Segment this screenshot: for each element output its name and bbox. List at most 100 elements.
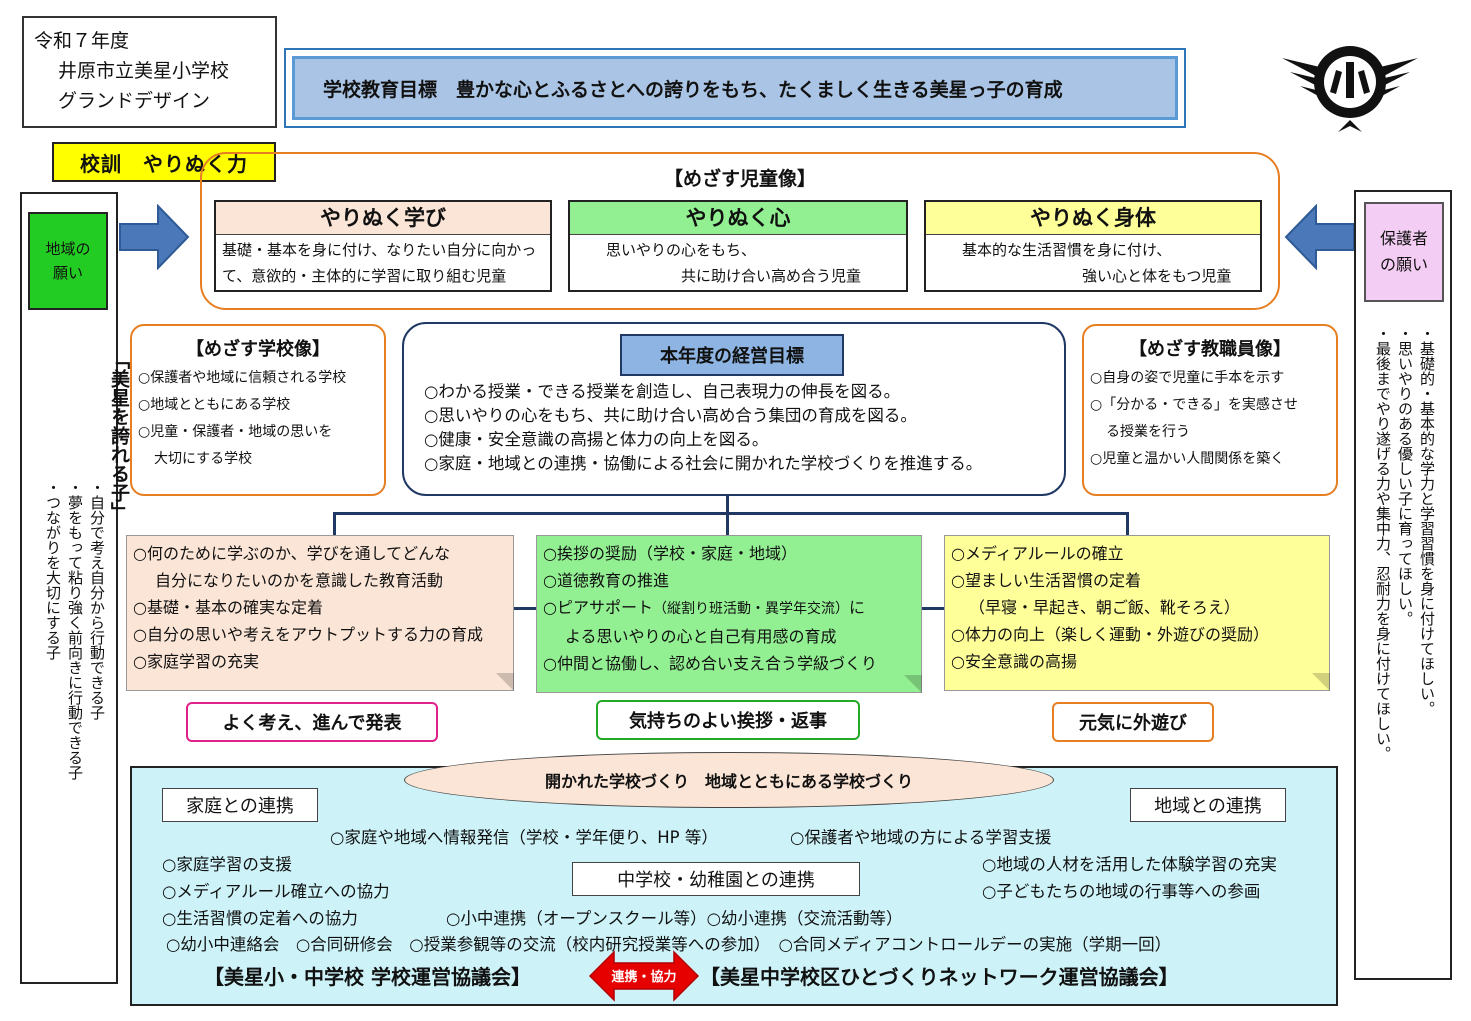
community-wish-label: 地域の 願い: [28, 212, 108, 310]
double-arrow-label: 連携・協力: [611, 970, 677, 985]
info-sharing-text: ○家庭や地域へ情報発信（学校・学年便り、HP 等）: [330, 828, 718, 847]
aim-learning-title: やりぬく学び: [216, 202, 550, 235]
slogan-outdoor-play: 元気に外遊び: [1052, 702, 1214, 742]
region-item: ○地域の人材を活用した体験学習の充実: [982, 855, 1277, 874]
connector-line: [726, 496, 729, 536]
heart-note-part: に: [848, 598, 865, 617]
management-goal-item: ○家庭・地域との連携・協働による社会に開かれた学校づくりを推進する。: [424, 454, 983, 473]
heart-note-line: ○仲間と協働し、認め合い支え合う学級づくり: [543, 654, 877, 673]
home-item: ○家庭学習の支援: [162, 855, 292, 874]
heart-note-line: ○挨拶の奨励（学校・家庭・地域）: [543, 544, 797, 563]
aims-school-line: ○地域とともにある学校: [138, 397, 291, 413]
parent-wish-label: 保護者 の願い: [1364, 202, 1444, 302]
aims-school-title: 【めざす学校像】: [186, 339, 330, 360]
body-note-line: ○望ましい生活習慣の定着: [951, 571, 1141, 590]
learning-note-line: 自分になりたいのかを意識した教育活動: [155, 571, 444, 590]
heart-note-part: （縦割り班活動・異学年交流）: [652, 601, 849, 617]
slogan-learning: よく考え、進んで発表: [186, 702, 438, 742]
aims-school-box: 【めざす学校像】 ○保護者や地域に信頼される学校 ○地域とともにある学校 ○児童…: [130, 324, 386, 496]
community-wish-title: 「美星を誇れる子」: [108, 350, 130, 521]
home-partnership-label: 家庭との連携: [162, 788, 318, 822]
note-fold: [1312, 673, 1330, 691]
aims-children-title: 【めざす児童像】: [663, 168, 816, 190]
title-year: 令和７年度: [34, 30, 130, 52]
community-wish-item: ・夢をもって粘り強く前向きに行動できる子: [66, 480, 84, 780]
right-column-frame: [1354, 190, 1452, 980]
aims-school-line: ○保護者や地域に信頼される学校: [138, 370, 347, 386]
management-goal-item: ○健康・安全意識の高揚と体力の向上を図る。: [424, 430, 769, 449]
title-box: 令和７年度 井原市立美星小学校 グランドデザイン: [22, 16, 277, 128]
jhs-item: ○幼小中連絡会 ○合同研修会 ○授業参観等の交流（校内研究授業等への参加） ○合…: [166, 935, 1172, 954]
aims-school-line: ○児童・保護者・地域の思いを: [138, 424, 333, 440]
aim-heart-title: やりぬく心: [570, 202, 906, 235]
learning-note-line: ○基礎・基本の確実な定着: [133, 598, 323, 617]
aim-learning-body: 基礎・基本を身に付け、なりたい自分に向かっ て、意欲的・主体的に学習に取り組む児…: [222, 241, 537, 285]
learning-note-line: ○何のために学ぶのか、学びを通してどんな: [133, 544, 451, 563]
double-arrow-icon: [588, 950, 700, 1002]
body-note-line: ○体力の向上（楽しく運動・外遊びの奨励）: [951, 625, 1269, 644]
parent-wish-item: ・最後までやり遂げる力や集中力、忍耐力を身に付けてほしい。: [1374, 326, 1392, 761]
body-note: ○メディアルールの確立 ○望ましい生活習慣の定着 （早寝・早起き、朝ご飯、靴そろ…: [944, 535, 1330, 691]
learning-note-line: ○自分の思いや考えをアウトプットする力の育成: [133, 625, 483, 644]
council-left: 【美星小・中学校 学校運営協議会】: [204, 965, 531, 989]
school-goal-text: 学校教育目標 豊かな心とふるさとへの誇りをもち、たくましく生きる美星っ子の育成: [292, 56, 1178, 120]
aims-staff-line: ○「分かる・できる」を実感させ: [1090, 397, 1298, 413]
aim-body-title: やりぬく身体: [926, 202, 1260, 235]
arrow-left-icon: [1284, 204, 1355, 270]
aims-staff-line: ○児童と温かい人間関係を築く: [1090, 451, 1285, 467]
aims-staff-line: る授業を行う: [1106, 424, 1190, 440]
management-goals-title: 本年度の経営目標: [620, 334, 844, 376]
learning-support-text: ○保護者や地域の方による学習支援: [790, 828, 1052, 847]
connector-line: [333, 512, 336, 536]
heart-note-line: よる思いやりの心と自己有用感の育成: [565, 627, 837, 646]
community-wish-item: ・つながりを大切にする子: [44, 480, 62, 660]
aims-school-line: 大切にする学校: [154, 451, 253, 467]
aim-body-box: やりぬく身体 基本的な生活習慣を身に付け、 強い心と体をもつ児童: [924, 200, 1262, 292]
heart-note-part: ○ピアサポート: [543, 598, 653, 617]
home-item: ○生活習慣の定着への協力: [162, 909, 358, 928]
arrow-right-icon: [119, 204, 190, 270]
aims-staff-title: 【めざす教職員像】: [1129, 339, 1291, 360]
management-goal-item: ○思いやりの心をもち、共に助け合い高め合う集団の育成を図る。: [424, 406, 917, 425]
title-doc: グランドデザイン: [58, 90, 211, 112]
jhs-item: ○小中連携（オープンスクール等）○幼小連携（交流活動等）: [446, 909, 903, 928]
learning-note: ○何のために学ぶのか、学びを通してどんな 自分になりたいのかを意識した教育活動 …: [126, 535, 514, 691]
parent-wish-list: ・基礎的・基本的な学力と学習習慣を身に付けてほしい。 ・思いやりのある優しい子に…: [1372, 326, 1438, 806]
title-school: 井原市立美星小学校: [58, 60, 230, 82]
parent-wish-item: ・基礎的・基本的な学力と学習習慣を身に付けてほしい。: [1418, 326, 1436, 716]
region-partnership-label: 地域との連携: [1130, 788, 1286, 822]
body-note-line: （早寝・早起き、朝ご飯、靴そろえ）: [969, 598, 1240, 617]
jhs-partnership-label: 中学校・幼稚園との連携: [572, 862, 860, 896]
learning-note-line: ○家庭学習の充実: [133, 652, 259, 671]
region-item: ○子どもたちの地域の行事等への参画: [982, 882, 1261, 901]
heart-note-line: ○道徳教育の推進: [543, 571, 669, 590]
slogan-greeting: 気持ちのよい挨拶・返事: [596, 700, 860, 740]
aim-body-body: 基本的な生活習慣を身に付け、 強い心と体をもつ児童: [962, 241, 1232, 285]
heart-note: ○挨拶の奨励（学校・家庭・地域） ○道徳教育の推進 ○ピアサポート（縦割り班活動…: [536, 535, 922, 693]
open-school-banner: 開かれた学校づくり 地域とともにある学校づくり: [404, 752, 1054, 808]
aim-heart-box: やりぬく心 思いやりの心をもち、 共に助け合い高め合う児童: [568, 200, 908, 292]
body-note-line: ○メディアルールの確立: [951, 544, 1124, 563]
heart-note-line: ○ピアサポート（縦割り班活動・異学年交流）に: [543, 594, 915, 623]
community-wish-list: 「美星を誇れる子」 ・自分で考え自分から行動できる子 ・夢をもって粘り強く前向き…: [42, 350, 130, 870]
aims-children-frame: [200, 152, 1280, 310]
community-wish-item: ・自分で考え自分から行動できる子: [88, 480, 106, 720]
left-column-frame: [20, 192, 118, 984]
management-goals-box: ○わかる授業・できる授業を創造し、自己表現力の伸長を図る。 ○思いやりの心をもち…: [402, 322, 1066, 496]
connector-line: [1126, 512, 1129, 536]
council-right: 【美星中学校区ひとづくりネットワーク運営協議会】: [700, 965, 1179, 989]
connector-line: [333, 512, 1129, 515]
aim-learning-box: やりぬく学び 基礎・基本を身に付け、なりたい自分に向かっ て、意欲的・主体的に学…: [214, 200, 552, 292]
aims-staff-box: 【めざす教職員像】 ○自身の姿で児童に手本を示す ○「分かる・できる」を実感させ…: [1082, 324, 1338, 496]
school-emblem-icon: [1282, 46, 1418, 132]
note-fold: [904, 675, 922, 693]
connector-line: [514, 607, 536, 610]
body-note-line: ○安全意識の高揚: [951, 652, 1077, 671]
note-fold: [496, 673, 514, 691]
aim-heart-body: 思いやりの心をもち、 共に助け合い高め合う児童: [606, 241, 862, 285]
school-goal-box: 学校教育目標 豊かな心とふるさとへの誇りをもち、たくましく生きる美星っ子の育成: [284, 48, 1186, 128]
connector-line: [922, 607, 944, 610]
parent-wish-item: ・思いやりのある優しい子に育ってほしい。: [1396, 326, 1414, 626]
aims-staff-line: ○自身の姿で児童に手本を示す: [1090, 370, 1285, 386]
home-item: ○メディアルール確立への協力: [162, 882, 390, 901]
